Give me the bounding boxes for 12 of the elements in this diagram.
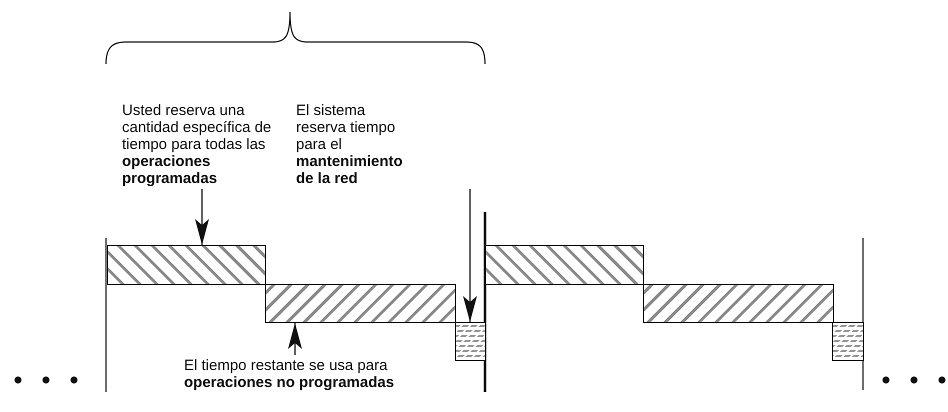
time-segment-bar: [265, 284, 456, 323]
time-segment-bar: [485, 245, 644, 285]
arrow: [463, 189, 477, 322]
annotation-text: Usted reserva una cantidad específica de tiempo para todas las operaciones programadas: [122, 102, 272, 187]
time-segment-bar: [643, 284, 834, 323]
time-segment-bar: [107, 245, 266, 285]
time-segment-bar: [832, 322, 864, 361]
annotation-text: El tiempo restante se usa para operaciones no programadas: [184, 357, 424, 391]
arrow: [288, 323, 302, 355]
time-segment-bar: [455, 322, 486, 361]
annotation-text: El sistema reserva tiempo para el mantenimiento de la red: [296, 102, 476, 187]
arrow: [195, 189, 209, 245]
